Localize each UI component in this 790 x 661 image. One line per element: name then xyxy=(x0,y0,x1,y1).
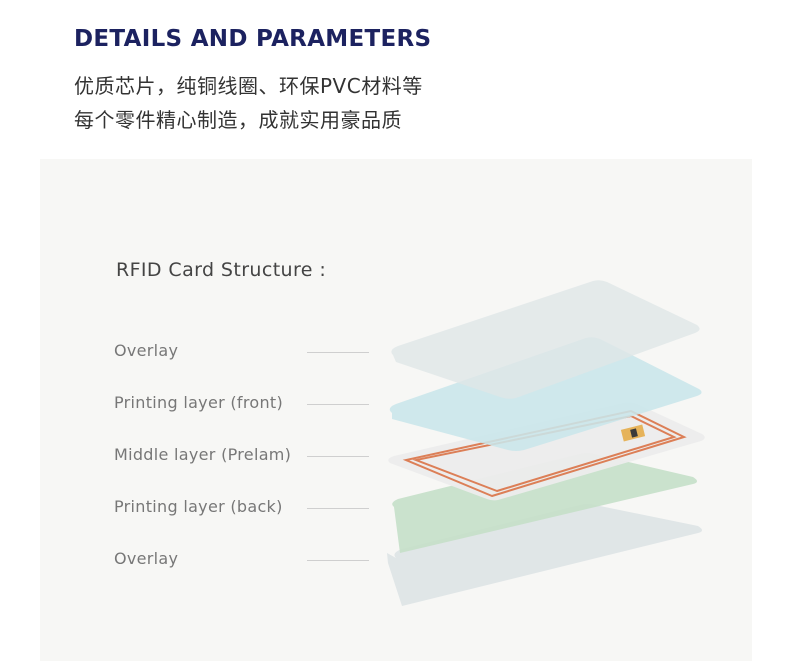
leader-line-overlay-bottom xyxy=(307,560,369,561)
diagram-title: RFID Card Structure : xyxy=(116,259,327,281)
description-line-1: 优质芯片，纯铜线圈、环保PVC材料等 xyxy=(74,74,423,98)
leader-line-overlay-top xyxy=(307,352,369,353)
layer-label-middle-prelam: Middle layer (Prelam) xyxy=(114,445,292,464)
layer-label-printing-front: Printing layer (front) xyxy=(114,393,284,412)
card-layer-middle-prelam xyxy=(388,402,705,501)
leader-line-printing-front xyxy=(307,404,369,405)
card-layer-overlay-bottom xyxy=(387,504,702,606)
leader-line-middle-prelam xyxy=(307,456,369,457)
layer-label-printing-back: Printing layer (back) xyxy=(114,497,283,516)
leader-line-printing-back xyxy=(307,508,369,509)
card-layer-overlay-top xyxy=(391,280,700,399)
chip-module xyxy=(620,424,646,442)
description-line-2: 每个零件精心制造，成就实用豪品质 xyxy=(74,108,402,132)
card-layer-printing-front xyxy=(389,337,702,451)
layer-label-overlay-bottom: Overlay xyxy=(114,549,179,568)
section-heading: DETAILS AND PARAMETERS xyxy=(74,26,432,52)
card-layer-printing-back xyxy=(392,453,697,553)
diagram-panel: RFID Card Structure : Overlay Printing l… xyxy=(40,159,752,661)
layer-label-overlay-top: Overlay xyxy=(114,341,179,360)
card-stack-illustration xyxy=(387,280,705,606)
